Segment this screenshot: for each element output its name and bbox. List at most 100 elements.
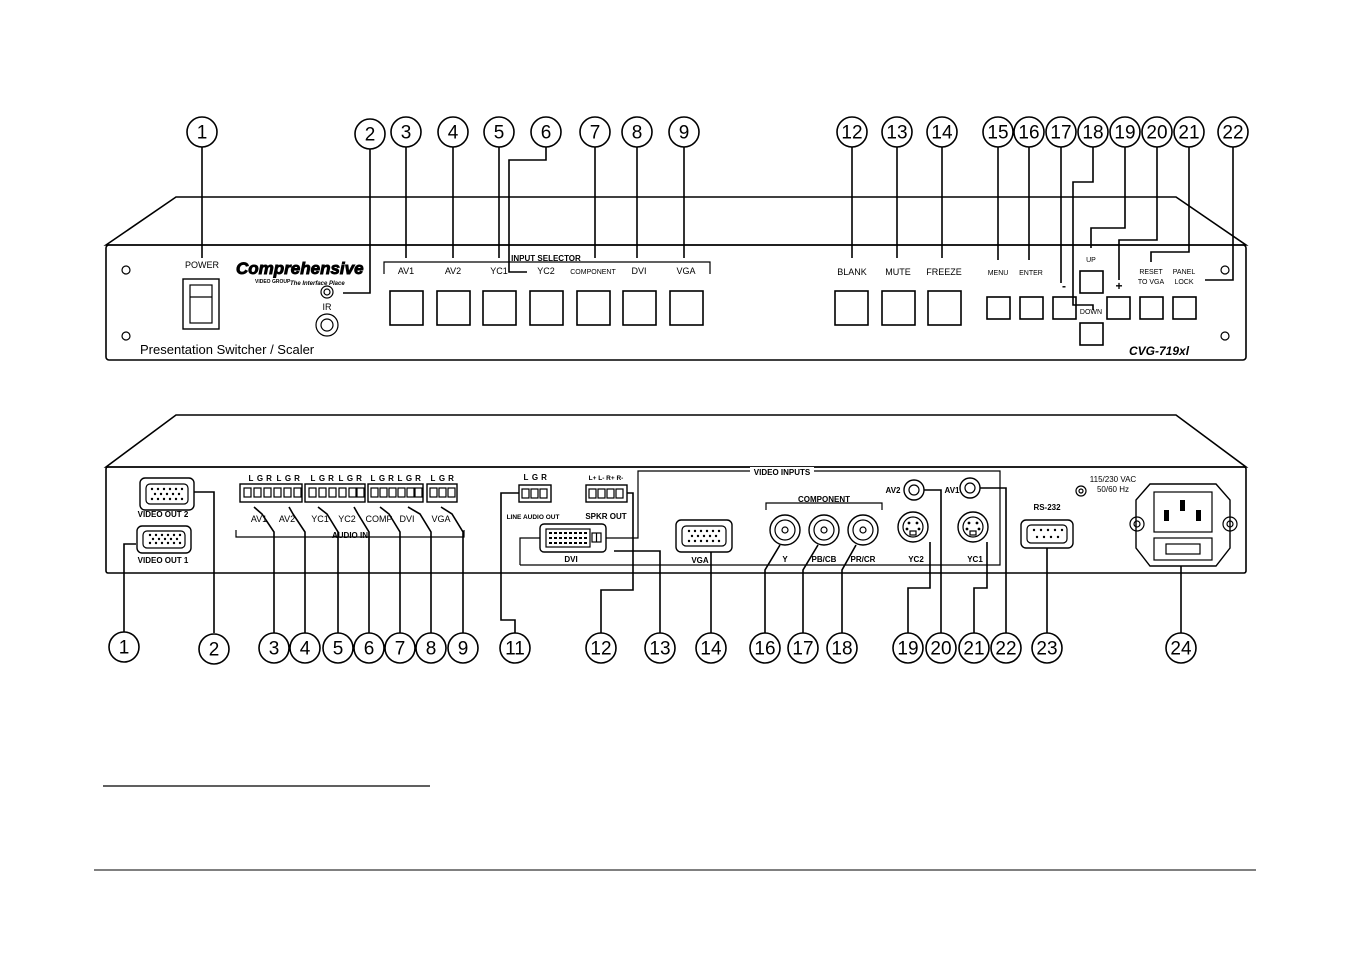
panel-lock-label-1: PANEL: [1173, 269, 1196, 276]
spkr-pins-label: L+ L- R+ R-: [589, 475, 624, 482]
svg-text:G: G: [439, 474, 445, 483]
front-callout-1: 1: [186, 116, 218, 148]
rca-av2: [903, 479, 925, 501]
front-callout-15: 15: [982, 116, 1014, 148]
input-label-yc1: YC1: [490, 266, 508, 276]
front-leaders: [201, 147, 1234, 310]
front-callout-12: 12: [836, 116, 868, 148]
line-audio-out-label: LINE AUDIO OUT: [507, 514, 560, 521]
rear-callout-7: 7: [384, 632, 416, 664]
svg-text:7: 7: [590, 123, 601, 144]
svg-text:L: L: [339, 474, 344, 483]
svg-text:R: R: [328, 474, 334, 483]
svg-text:5: 5: [494, 123, 505, 144]
power-switch: [182, 278, 220, 330]
yc2-label: YC2: [908, 555, 924, 564]
svg-text:COMP: COMP: [366, 514, 393, 524]
front-callout-20: 20: [1141, 116, 1173, 148]
svg-text:G: G: [285, 474, 291, 483]
button-minus: [1052, 296, 1077, 320]
plus-label: +: [1115, 279, 1122, 293]
component-label: COMPONENT: [798, 495, 850, 504]
svg-text:L: L: [398, 474, 403, 483]
power-label: POWER: [185, 260, 220, 270]
svg-text:4: 4: [300, 639, 311, 660]
svg-text:17: 17: [792, 639, 813, 660]
button-enter: [1019, 296, 1044, 320]
svg-text:19: 19: [1114, 123, 1135, 144]
dvi-connector: [539, 523, 607, 553]
front-callout-8: 8: [621, 116, 653, 148]
svg-text:L: L: [249, 474, 254, 483]
svg-text:4: 4: [448, 123, 459, 144]
svg-text:20: 20: [1146, 123, 1167, 144]
button-yc1: [482, 290, 517, 326]
svg-text:R: R: [294, 474, 300, 483]
svg-text:13: 13: [886, 123, 907, 144]
fuse-indicator: [1075, 485, 1087, 497]
svg-text:7: 7: [395, 639, 406, 660]
rca-pr: [847, 514, 879, 546]
rear-callout-17: 17: [787, 632, 819, 664]
rear-callout-9: 9: [447, 632, 479, 664]
audio-in-label: AUDIO IN: [332, 531, 368, 540]
button-av2: [436, 290, 471, 326]
svg-text:R: R: [266, 474, 272, 483]
button-down: [1079, 322, 1104, 346]
rear-callout-24: 24: [1165, 632, 1197, 664]
svg-text:DVI: DVI: [399, 514, 414, 524]
line-pin-g: G: [532, 473, 538, 482]
button-plus: [1106, 296, 1131, 320]
input-label-yc2: YC2: [537, 266, 555, 276]
spkr-out-label: SPKR OUT: [585, 512, 626, 521]
input-label-dvi: DVI: [631, 266, 646, 276]
svg-text:R: R: [448, 474, 454, 483]
pr-label: PR/CR: [851, 555, 876, 564]
rear-callout-4: 4: [289, 632, 321, 664]
front-callout-16: 16: [1013, 116, 1045, 148]
svg-text:R: R: [415, 474, 421, 483]
rear-callout-21: 21: [958, 632, 990, 664]
enter-label: ENTER: [1019, 270, 1043, 277]
rca-pb: [808, 514, 840, 546]
rear-callout-20: 20: [925, 632, 957, 664]
panel-lock-label-2: LOCK: [1174, 279, 1193, 286]
svg-text:L: L: [311, 474, 316, 483]
power-frequency-label: 50/60 Hz: [1097, 485, 1129, 494]
video-out-1-connector: [136, 525, 192, 554]
input-label-vga: VGA: [676, 266, 695, 276]
front-chassis: [105, 244, 1247, 361]
svg-text:R: R: [356, 474, 362, 483]
rear-callout-2: 2: [198, 633, 230, 665]
front-callout-6: 6: [530, 116, 562, 148]
yc1-label: YC1: [967, 555, 983, 564]
front-callout-17: 17: [1045, 116, 1077, 148]
svg-text:12: 12: [590, 639, 611, 660]
front-panel: POWER Comprehensive VIDEO GROUP The Inte…: [103, 147, 1249, 361]
front-callout-18: 18: [1077, 116, 1109, 148]
front-chassis-top: [103, 196, 1249, 246]
rear-callout-3: 3: [258, 632, 290, 664]
front-callout-2: 2: [354, 118, 386, 150]
rear-callout-12: 12: [585, 632, 617, 664]
svg-text:3: 3: [269, 639, 280, 660]
ir-label: IR: [323, 302, 333, 312]
button-component: [576, 290, 611, 326]
svg-text:2: 2: [365, 125, 376, 146]
input-label-component: COMPONENT: [570, 269, 616, 276]
svg-text:15: 15: [987, 123, 1008, 144]
svg-text:21: 21: [963, 639, 984, 660]
svg-text:L: L: [277, 474, 282, 483]
svg-text:21: 21: [1178, 123, 1199, 144]
front-callout-21: 21: [1173, 116, 1205, 148]
vga-connector: [675, 519, 733, 553]
menu-label: MENU: [988, 270, 1009, 277]
video-out-2-connector: [139, 477, 195, 511]
rear-callout-22: 22: [990, 632, 1022, 664]
brand-sub1: VIDEO GROUP: [255, 279, 291, 285]
front-callout-19: 19: [1109, 116, 1141, 148]
svg-text:22: 22: [995, 639, 1016, 660]
svg-text:18: 18: [831, 639, 852, 660]
front-callout-13: 13: [881, 116, 913, 148]
